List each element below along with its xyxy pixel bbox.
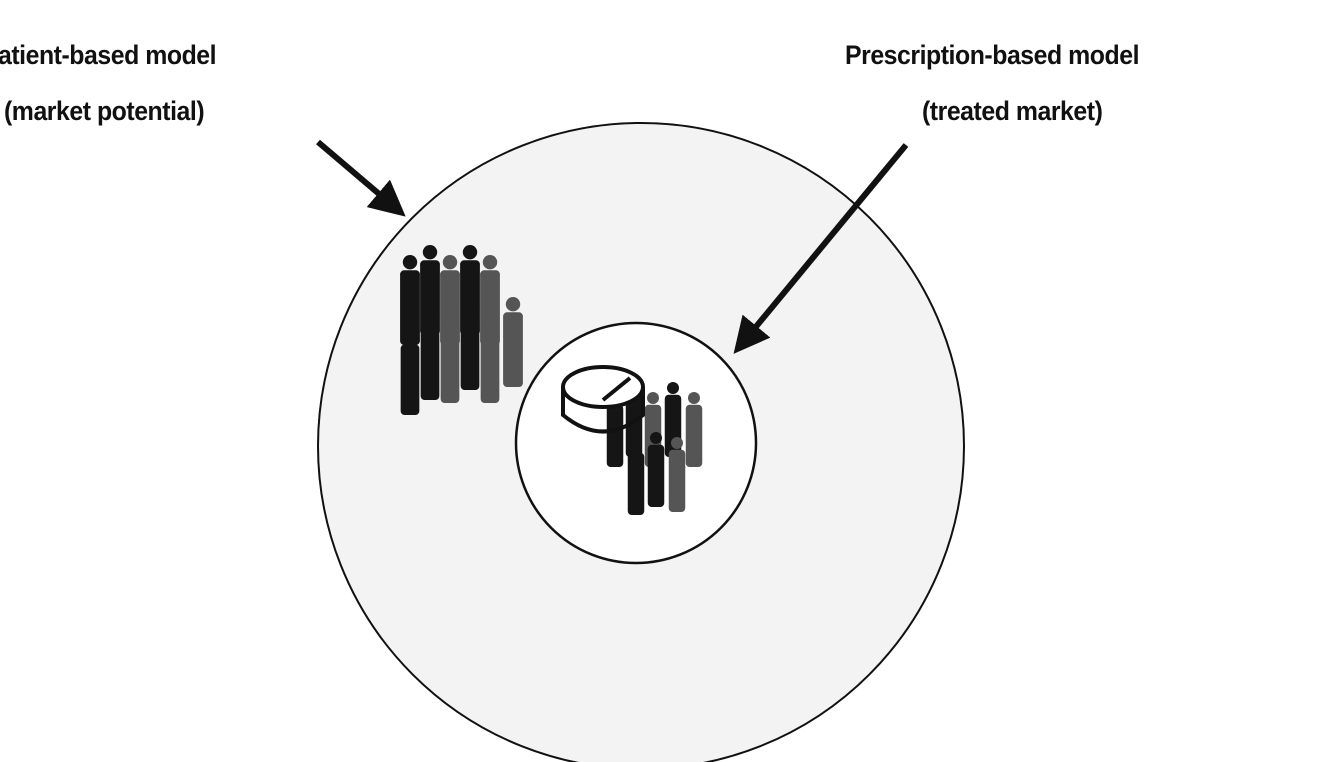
person-icon bbox=[400, 330, 420, 415]
people-group-icon bbox=[400, 245, 523, 415]
prescription-model-subtitle: (treated market) bbox=[922, 96, 1103, 126]
person-icon bbox=[440, 318, 460, 403]
person-icon bbox=[503, 297, 523, 387]
patient-model-subtitle: (market potential) bbox=[4, 96, 205, 126]
person-icon bbox=[685, 392, 703, 467]
person-icon bbox=[668, 437, 686, 512]
person-icon bbox=[420, 315, 440, 400]
person-icon bbox=[420, 245, 440, 335]
person-icon bbox=[460, 305, 480, 390]
person-icon bbox=[480, 318, 500, 403]
person-icon bbox=[400, 255, 420, 345]
pill-icon bbox=[561, 365, 645, 434]
treated-people-group-icon bbox=[606, 382, 703, 515]
person-icon bbox=[647, 432, 665, 507]
prescription-model-title: Prescription-based model bbox=[845, 40, 1140, 70]
person-icon bbox=[627, 440, 645, 515]
left-arrow bbox=[316, 139, 406, 217]
right-arrow bbox=[733, 143, 909, 354]
patient-model-title: atient-based model bbox=[0, 40, 217, 70]
